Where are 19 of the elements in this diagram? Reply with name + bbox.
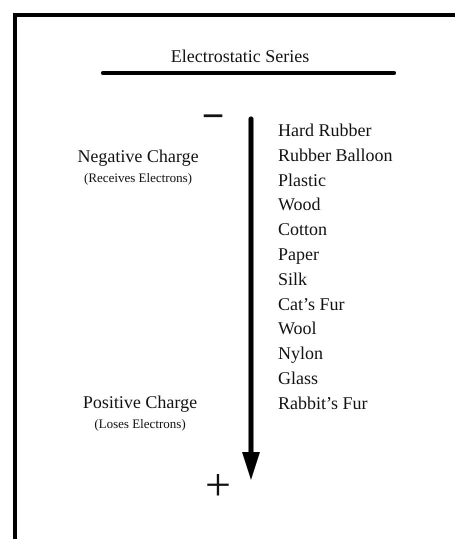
plus-sign: +: [205, 462, 231, 508]
material-name: Nylon: [278, 344, 323, 362]
positive-charge-note: (Loses Electrons): [94, 417, 186, 430]
material-name: Cotton: [278, 220, 328, 238]
material-name: Plastic: [278, 170, 326, 189]
title: Electrostatic Series: [170, 47, 310, 65]
material-name: Wood: [278, 195, 321, 214]
material-name: Cat’s Fur: [278, 294, 345, 313]
material-name: Rabbit’s Fur: [278, 394, 368, 412]
material-name: Hard Rubber: [278, 121, 372, 139]
minus-sign: −: [202, 96, 224, 136]
material-name: Silk: [278, 270, 308, 288]
material-name: Rubber Balloon: [278, 146, 392, 164]
positive-charge-label: Positive Charge: [82, 393, 198, 411]
material-name: Wool: [278, 319, 317, 338]
material-name: Paper: [278, 245, 319, 263]
negative-charge-note: (Receives Electrons): [84, 171, 192, 184]
material-name: Glass: [278, 369, 318, 387]
negative-charge-label: Negative Charge: [77, 147, 199, 165]
